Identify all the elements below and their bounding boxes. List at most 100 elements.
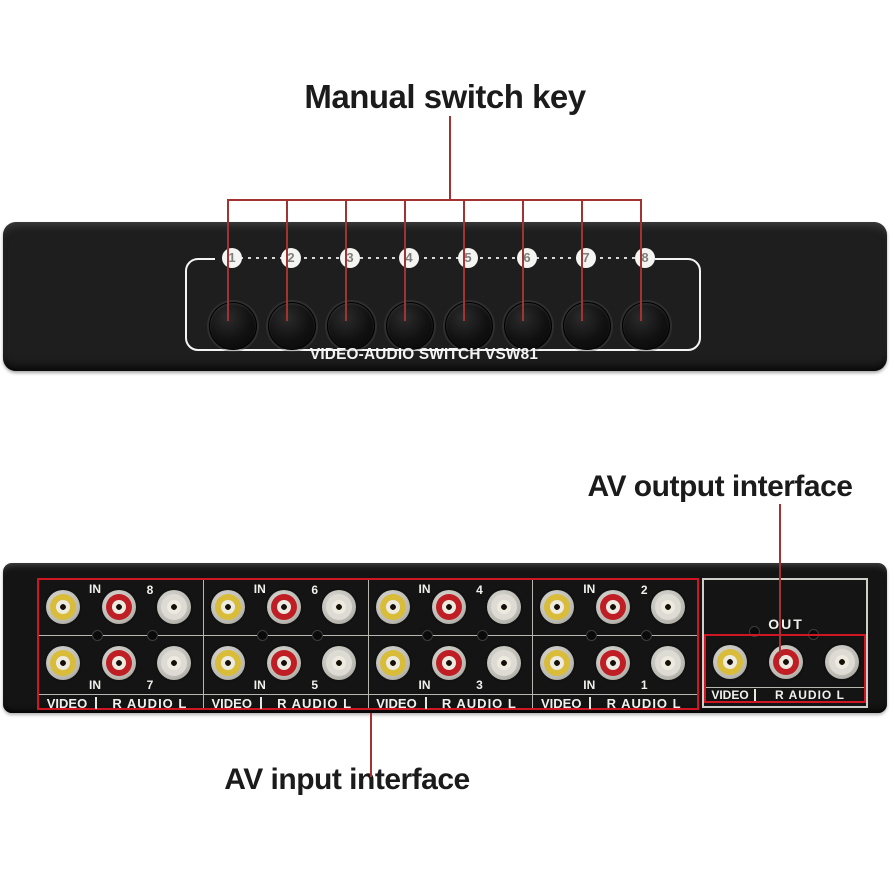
rca-jack-audio-white [321,646,356,680]
separator-line [203,635,368,636]
rca-jack-video-yellow [540,646,575,680]
push-button-6 [504,302,552,350]
av-input-group-4-3: IN 4 IN 3 VIDEO R AUDIO L [368,580,534,711]
key-number-badge: 5 [458,248,478,268]
rca-jack-audio-red [266,646,301,680]
rca-jack-audio-white [157,590,191,624]
model-label: VIDEO-AUDIO SWITCH VSW81 [309,346,539,363]
in-label: IN [418,582,431,596]
rca-jack-audio-red [596,590,631,624]
rca-jack-video-yellow [713,645,747,679]
port-number: 7 [146,678,154,692]
key-number-badge: 3 [340,248,360,268]
rca-jack-video-yellow [46,646,80,680]
in-label: IN [89,582,101,596]
port-number: 3 [476,678,483,692]
rca-jack-audio-red [431,646,466,680]
audio-label: R AUDIO L [277,695,353,711]
push-button-7 [563,302,611,350]
screw-icon [641,630,653,641]
jack-caption-row: VIDEO R AUDIO L [39,694,203,711]
audio-label: R AUDIO L [775,687,845,702]
caption-divider [259,697,262,709]
av-output-box: VIDEO R AUDIO L [704,634,866,703]
push-button-5 [445,302,493,350]
video-label: VIDEO [376,695,417,711]
video-label: VIDEO [46,695,88,711]
rca-jack-audio-white [486,590,521,624]
leader-line-output [779,504,781,658]
in-label: IN [583,582,596,596]
jack-caption-row: VIDEO R AUDIO L [203,694,368,711]
leader-line-input [370,713,372,777]
leader-line-key-4 [404,199,406,321]
rca-jack-audio-white [486,646,521,680]
port-number: 4 [476,583,483,597]
av-input-label: AV input interface [224,763,470,796]
video-label: VIDEO [211,695,252,711]
leader-line-key-3 [345,199,347,321]
front-panel: 1 2 3 4 5 6 7 8 VIDEO-AUDIO SWITCH VSW81 [3,222,887,371]
screw-icon [476,630,488,641]
leader-line-key-6 [522,199,524,321]
jack-caption-row: VIDEO R AUDIO L [706,687,864,702]
out-label: OUT [768,616,804,632]
screw-icon [586,630,598,641]
screw-icon [92,630,103,641]
key-number-badge: 2 [281,248,301,268]
av-output-section: OUT VIDEO R AUDIO L [702,578,868,708]
rca-jack-audio-red [769,645,803,679]
rca-jack-audio-red [596,646,631,680]
screw-icon [256,630,268,641]
jack-caption-row: VIDEO R AUDIO L [368,694,533,711]
key-number-badge: 1 [222,248,242,268]
rca-jack-audio-white [651,646,686,680]
caption-divider [754,688,756,701]
separator-line [39,635,203,636]
audio-label: R AUDIO L [606,695,682,711]
av-input-box: IN 8 IN 7 VIDEO R AUDIO L [37,578,699,711]
leader-line-stem [449,116,451,201]
video-label: VIDEO [541,695,582,711]
screw-icon [421,630,433,641]
rca-jack-audio-red [102,646,136,680]
av-input-group-8-7: IN 8 IN 7 VIDEO R AUDIO L [39,580,204,711]
rca-jack-audio-white [825,645,859,679]
port-number: 6 [311,583,319,597]
leader-line-key-2 [286,199,288,321]
key-number-badge: 7 [576,248,596,268]
caption-divider [95,697,97,709]
screw-icon [749,626,760,637]
rca-jack-video-yellow [375,590,410,624]
leader-line-key-7 [581,199,583,321]
key-number-badge: 6 [517,248,537,268]
rca-jack-video-yellow [210,590,245,624]
push-button-2 [268,302,316,350]
rca-jack-audio-red [431,590,466,624]
rca-jack-video-yellow [46,590,80,624]
in-label: IN [583,678,596,692]
jack-caption-row: VIDEO R AUDIO L [533,694,697,711]
key-area-outline [185,258,701,351]
manual-switch-key-label: Manual switch key [304,78,586,115]
rca-jack-video-yellow [375,646,410,680]
rca-jack-video-yellow [210,646,245,680]
in-label: IN [418,678,431,692]
leader-line-rail [227,199,642,201]
port-number: 8 [146,583,154,597]
audio-label: R AUDIO L [112,695,188,711]
av-output-label: AV output interface [587,470,853,503]
rca-jack-audio-white [321,590,356,624]
push-button-4 [386,302,434,350]
av-input-group-6-5: IN 6 IN 5 VIDEO R AUDIO L [203,580,369,711]
video-label: VIDEO [711,687,749,702]
rca-jack-audio-red [102,590,136,624]
rca-jack-audio-white [651,590,686,624]
separator-line [368,635,533,636]
port-number: 1 [640,678,648,692]
push-button-3 [327,302,375,350]
leader-line-key-8 [640,199,642,321]
screw-icon [147,630,158,641]
port-number: 5 [311,678,319,692]
